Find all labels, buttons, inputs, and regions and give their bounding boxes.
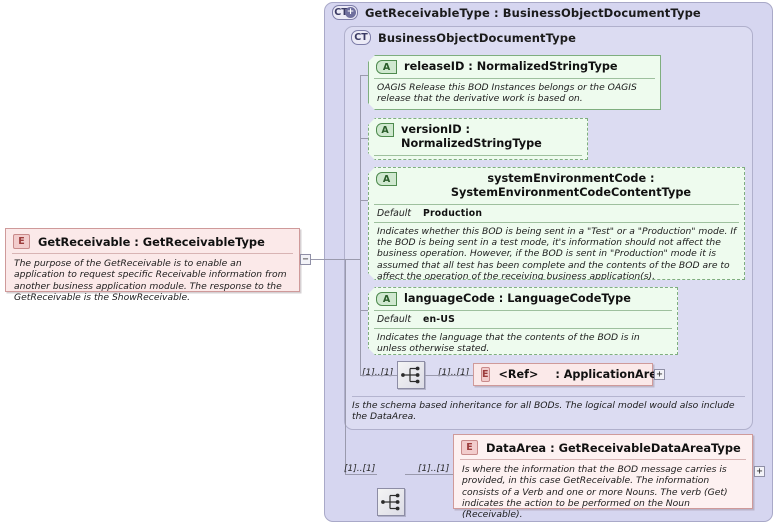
connector-line (405, 474, 453, 475)
sequence-icon[interactable] (397, 361, 425, 389)
divider (374, 328, 672, 329)
default-value: en-US (422, 314, 456, 325)
element-badge-icon: E (461, 440, 478, 455)
element-dataarea-title: DataArea : GetReceivableDataAreaType (486, 440, 741, 455)
attribute-badge-icon: A (376, 60, 397, 74)
attribute-languagecode-default-row: Default en-US (369, 311, 677, 328)
attribute-tree-spine (360, 75, 361, 375)
attribute-branch-line (360, 138, 371, 139)
attribute-systemenvironmentcode-documentation: Indicates whether this BOD is being sent… (377, 226, 737, 282)
attribute-badge-icon: A (376, 123, 394, 137)
attribute-systemenvironmentcode-title: systemEnvironmentCode : SystemEnvironmen… (450, 172, 692, 199)
default-value: Production (422, 208, 483, 219)
attribute-systemenvironmentcode-default-row: Default Production (369, 205, 744, 222)
element-dataarea-title-row: E DataArea : GetReceivableDataAreaType (454, 435, 752, 459)
element-badge-icon: E (13, 234, 30, 249)
default-label: Default (377, 208, 411, 219)
attribute-languagecode-title-row: A languageCode : LanguageCodeType (369, 288, 677, 310)
attribute-releaseid-documentation: OAGIS Release this BOD Instances belongs… (377, 82, 637, 105)
expand-toggle-dataarea[interactable]: + (754, 466, 765, 477)
complextype-getreceivabletype-header: CT+ GetReceivableType : BusinessObjectDo… (332, 5, 701, 20)
default-label: Default (377, 314, 411, 325)
attribute-versionid-title: versionID : NormalizedStringType (401, 123, 542, 150)
divider (460, 459, 746, 460)
complextype-badge-icon: CT+ (332, 5, 358, 20)
attribute-languagecode-title: languageCode : LanguageCodeType (404, 292, 631, 305)
element-badge-icon: E (481, 367, 490, 382)
divider (374, 222, 739, 223)
divider (352, 396, 745, 397)
attribute-badge-icon: A (376, 292, 397, 306)
element-getreceivable-title: GetReceivable : GetReceivableType (38, 234, 265, 249)
attribute-branch-line (360, 310, 371, 311)
attribute-languagecode-box[interactable]: A languageCode : LanguageCodeType Defaul… (368, 287, 678, 355)
cardinality-left-dataarea: [1]..[1] (344, 464, 376, 474)
divider (374, 204, 739, 205)
attribute-branch-line (360, 200, 371, 201)
collapse-toggle-getreceivable[interactable]: − (300, 254, 311, 265)
attribute-releaseid-box[interactable]: A releaseID : NormalizedStringType OAGIS… (368, 55, 661, 110)
sequence-icon[interactable] (377, 488, 405, 516)
attribute-branch-line (360, 75, 371, 76)
attribute-versionid-title-row: A versionID : NormalizedStringType (369, 119, 587, 155)
cardinality-right-dataarea: [1]..[1] (418, 464, 450, 474)
connector-line (345, 474, 377, 475)
attribute-versionid-box[interactable]: A versionID : NormalizedStringType Indic… (368, 118, 588, 160)
connector-line (311, 259, 345, 260)
complextype-inner-documentation: Is the schema based inheritance for all … (352, 400, 735, 423)
divider (374, 310, 672, 311)
connector-line (360, 375, 397, 376)
attribute-systemenvironmentcode-title-row: A systemEnvironmentCode : SystemEnvironm… (369, 168, 744, 204)
attribute-releaseid-title: releaseID : NormalizedStringType (404, 60, 618, 73)
element-getreceivable-documentation: The purpose of the GetReceivable is to e… (14, 258, 287, 303)
complextype-getreceivabletype-title: GetReceivableType : BusinessObjectDocume… (365, 5, 701, 20)
ref-label: <Ref> (498, 368, 539, 381)
element-getreceivable-title-row: E GetReceivable : GetReceivableType (6, 229, 299, 253)
complextype-inner-badge-icon: CT (351, 30, 371, 45)
ref-type-label: : ApplicationArea (555, 368, 665, 381)
connector-line-vertical (345, 259, 346, 475)
complextype-businessobjectdocumenttype-title: BusinessObjectDocumentType (378, 30, 577, 45)
connector-line (345, 259, 361, 260)
divider (374, 155, 582, 156)
element-dataarea-box[interactable]: E DataArea : GetReceivableDataAreaType I… (453, 434, 753, 520)
plus-icon: + (345, 7, 356, 18)
element-ref-applicationarea-box[interactable]: E <Ref> : ApplicationArea (473, 363, 664, 386)
cardinality-right-applicationarea: [1]..[1] (438, 368, 470, 378)
divider (12, 253, 293, 254)
attribute-releaseid-title-row: A releaseID : NormalizedStringType (369, 56, 660, 78)
complextype-businessobjectdocumenttype-header: CT BusinessObjectDocumentType (351, 30, 576, 45)
attribute-languagecode-documentation: Indicates the language that the contents… (377, 332, 640, 355)
attribute-badge-icon: A (376, 172, 397, 186)
expand-toggle-applicationarea[interactable]: + (654, 369, 665, 380)
cardinality-left-applicationarea: [1]..[1] (362, 368, 394, 378)
element-dataarea-documentation: Is where the information that the BOD me… (462, 464, 728, 521)
connector-line (425, 375, 473, 376)
attribute-systemenvironmentcode-box[interactable]: A systemEnvironmentCode : SystemEnvironm… (368, 167, 745, 280)
divider (374, 78, 655, 79)
element-getreceivable-box[interactable]: E GetReceivable : GetReceivableType The … (5, 228, 300, 303)
